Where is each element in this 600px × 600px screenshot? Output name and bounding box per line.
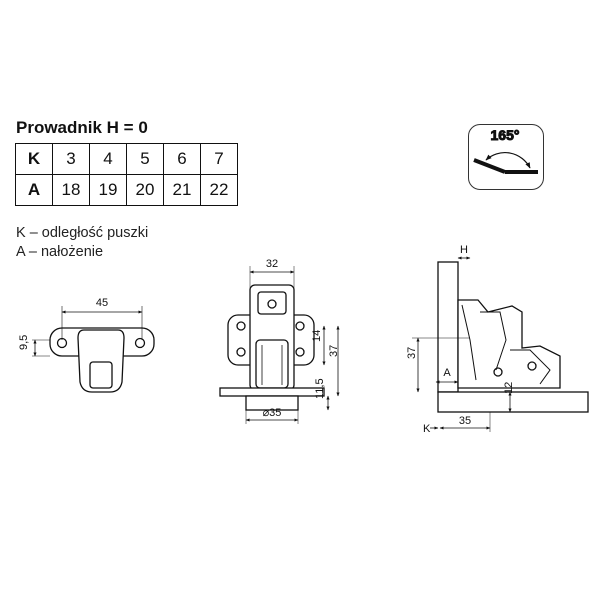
opening-angle-icon: 165°: [473, 127, 538, 174]
front-dim-14: 14: [311, 330, 323, 342]
opening-angle-badge: [468, 124, 544, 190]
table-cell: 6: [163, 143, 201, 175]
plate-height-dim: 9,5: [18, 335, 30, 350]
table-cell: 22: [200, 174, 238, 206]
mounting-plate-view: 45 9,5: [18, 297, 155, 393]
front-width-dim: 32: [266, 258, 278, 270]
side-dim-35: 35: [459, 415, 471, 427]
guide-title: Prowadnik H = 0: [16, 118, 148, 137]
plate-width-dim: 45: [96, 297, 108, 309]
legend-a: A – nałożenie: [16, 244, 104, 260]
legend-k: K – odległość puszki: [16, 225, 149, 241]
front-dim-37: 37: [328, 345, 340, 357]
side-k-dim: K: [423, 423, 431, 435]
table-cell: 21: [163, 174, 201, 206]
hinge-front-view: 32 ⌀35 14 37 11,5: [219, 258, 340, 424]
hinge-side-view: H 37 A 12 K 35: [406, 244, 589, 435]
table-row-k: K 3 4 5 6 7: [15, 143, 238, 175]
spec-table: K 3 4 5 6 7 A 18 19 20 21 22: [15, 143, 238, 206]
row-label-a: A: [15, 174, 53, 206]
side-a-dim: A: [443, 367, 451, 379]
side-dim-37: 37: [406, 347, 418, 359]
legend: K – odległość puszki A – nałożenie: [16, 224, 148, 262]
table-row-a: A 18 19 20 21 22: [15, 174, 238, 206]
side-h-dim: H: [460, 244, 468, 256]
front-diameter-dim: ⌀35: [263, 407, 282, 419]
table-cell: 18: [52, 174, 90, 206]
side-dim-12: 12: [503, 382, 515, 394]
table-cell: 19: [89, 174, 127, 206]
angle-label: 165°: [491, 127, 520, 143]
front-dim-11-5: 11,5: [314, 378, 326, 399]
table-cell: 7: [200, 143, 238, 175]
